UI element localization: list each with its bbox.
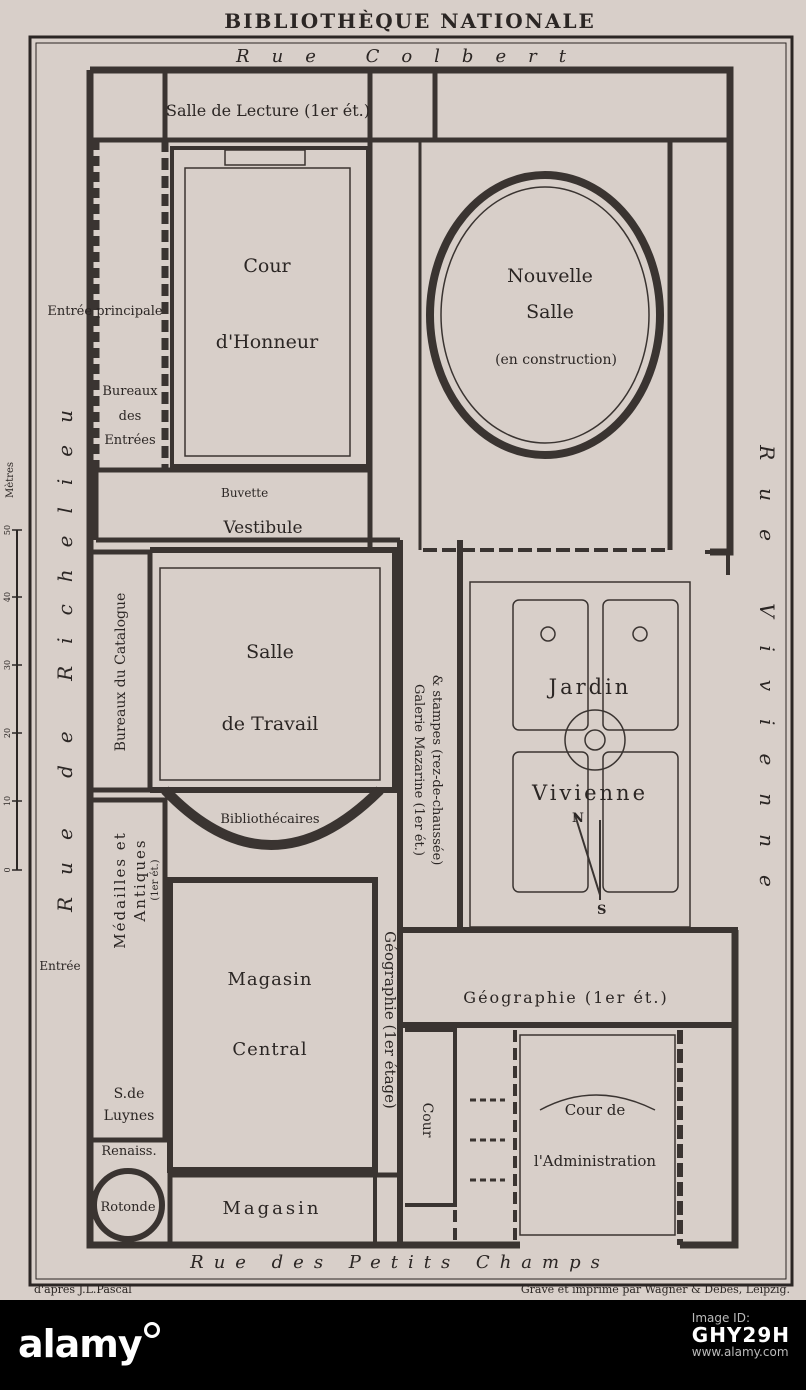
label-bureaux-catalogue: Bureaux du Catalogue [113,593,129,752]
label-cour-honneur-2: d'Honneur [216,331,319,353]
label-s-de-luynes-1: S.de [114,1086,145,1102]
scale-tick-20: 20 [3,728,12,738]
label-jardin-2: Vivienne [531,781,648,805]
street-top: Rue Colbert [235,46,588,67]
street-bottom: Rue des Petits Champs [189,1252,610,1273]
label-salle-lecture: Salle de Lecture (1er ét.) [166,101,370,120]
label-medailles-2: Antiques [131,838,149,922]
logo-ring-icon [143,1322,160,1338]
compass-south: S [597,903,606,918]
stock-footer: alamy Image ID: GHY29H www.alamy.com [0,1300,806,1390]
label-galerie-mazarine-2: & stampes (rez-de-chaussée) [429,675,444,866]
scale-tick-10: 10 [3,796,12,806]
label-buvette: Buvette [221,486,268,500]
label-salle-travail-2: de Travail [222,713,319,735]
stock-url: www.alamy.com [691,1345,789,1359]
label-vestibule: Vestibule [222,518,302,538]
label-nouvelle-salle-2: Salle [526,301,574,323]
label-medailles-1: Médailles et [111,831,129,948]
label-bureaux-entrees-1: Bureaux [102,384,158,399]
map-sheet: BIBLIOTHÈQUE NATIONALE Rue Colbert Rue d… [0,0,806,1300]
label-salle-travail-1: Salle [246,641,294,663]
stock-logo: alamy [18,1322,160,1366]
map-frame [28,35,794,1287]
image-id-box: Image ID: GHY29H www.alamy.com [692,1310,790,1361]
label-magasin: Magasin [222,1198,321,1219]
map-title: BIBLIOTHÈQUE NATIONALE [224,9,596,33]
floor-plan: BIBLIOTHÈQUE NATIONALE Rue Colbert Rue d… [3,9,794,1296]
scale-bar: Mètres 0 10 20 30 40 50 [3,462,22,873]
compass: N S [572,811,606,918]
scale-unit: Mètres [5,462,16,498]
label-cour-admin-1: Cour de [565,1101,626,1119]
label-bibliothecaires: Bibliothécaires [220,812,319,827]
label-nouvelle-salle-1: Nouvelle [507,265,593,287]
street-right: Rue Vivienne [755,444,779,915]
credit-left: d'après J.L.Pascal [34,1283,132,1296]
label-s-de-luynes-2: Luynes [104,1108,155,1124]
scale-tick-40: 40 [3,592,12,602]
compass-north: N [572,811,584,826]
image-id: GHY29H [691,1323,790,1347]
label-cour: Cour [419,1103,435,1138]
building-walls [86,66,739,1249]
label-renaiss: Renaiss. [101,1144,156,1159]
label-jardin-1: Jardin [547,675,632,699]
label-magasin-central-2: Central [232,1039,307,1060]
interior-lines [159,149,691,1236]
label-bureaux-entrees-3: Entrées [104,433,155,448]
label-geographie-horizontal: Géographie (1er ét.) [463,988,668,1007]
room-labels: Salle de Lecture (1er ét.) Cour d'Honneu… [39,101,668,1219]
label-rotonde: Rotonde [100,1200,155,1215]
scale-tick-50: 50 [3,525,12,535]
label-bureaux-entrees-2: des [119,409,142,424]
label-nouvelle-salle-3: (en construction) [495,352,617,368]
label-cour-honneur-1: Cour [243,255,291,277]
label-entree: Entrée [39,959,80,973]
label-galerie-mazarine-1: Galerie Mazarine (1er ét.) [411,684,426,856]
scale-tick-0: 0 [3,867,12,872]
label-medailles-3: (1er ét.) [150,859,161,900]
credit-right: Gravé et imprimé par Wagner & Debes, Lei… [521,1283,790,1296]
scale-tick-30: 30 [3,660,12,670]
label-cour-admin-2: l'Administration [534,1152,657,1170]
nouvelle-salle-inner [440,186,650,444]
image-id-label: Image ID: [691,1311,750,1325]
map-inner-frame [35,42,787,1280]
label-magasin-central-1: Magasin [227,969,312,990]
street-left: Rue de Richelieu [53,388,77,913]
label-geographie-vertical: Géographie (1er étage) [381,931,399,1109]
nouvelle-salle-oval [426,171,664,459]
label-entree-principale: Entrée principale [47,304,163,319]
